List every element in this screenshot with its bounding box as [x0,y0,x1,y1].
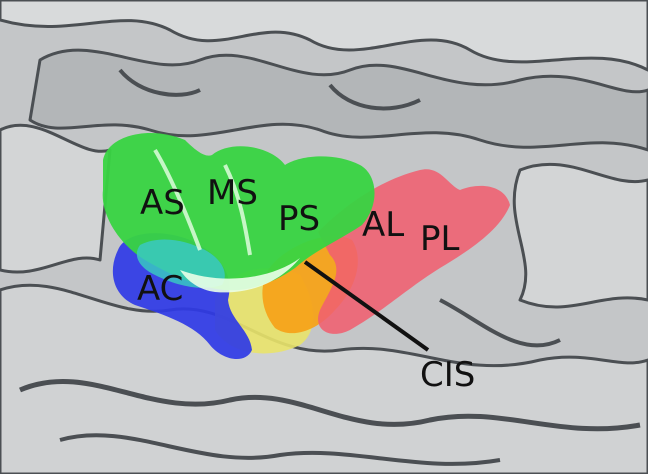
label-pl: PL [420,219,460,259]
label-ac: AC [137,269,183,309]
label-cis: CIS [420,355,475,395]
cis-pointer-line [303,260,430,352]
region-green-belt [102,132,375,293]
label-ms: MS [207,173,258,213]
label-al: AL [362,205,404,245]
label-ps: PS [278,199,320,239]
label-as: AS [140,183,185,223]
